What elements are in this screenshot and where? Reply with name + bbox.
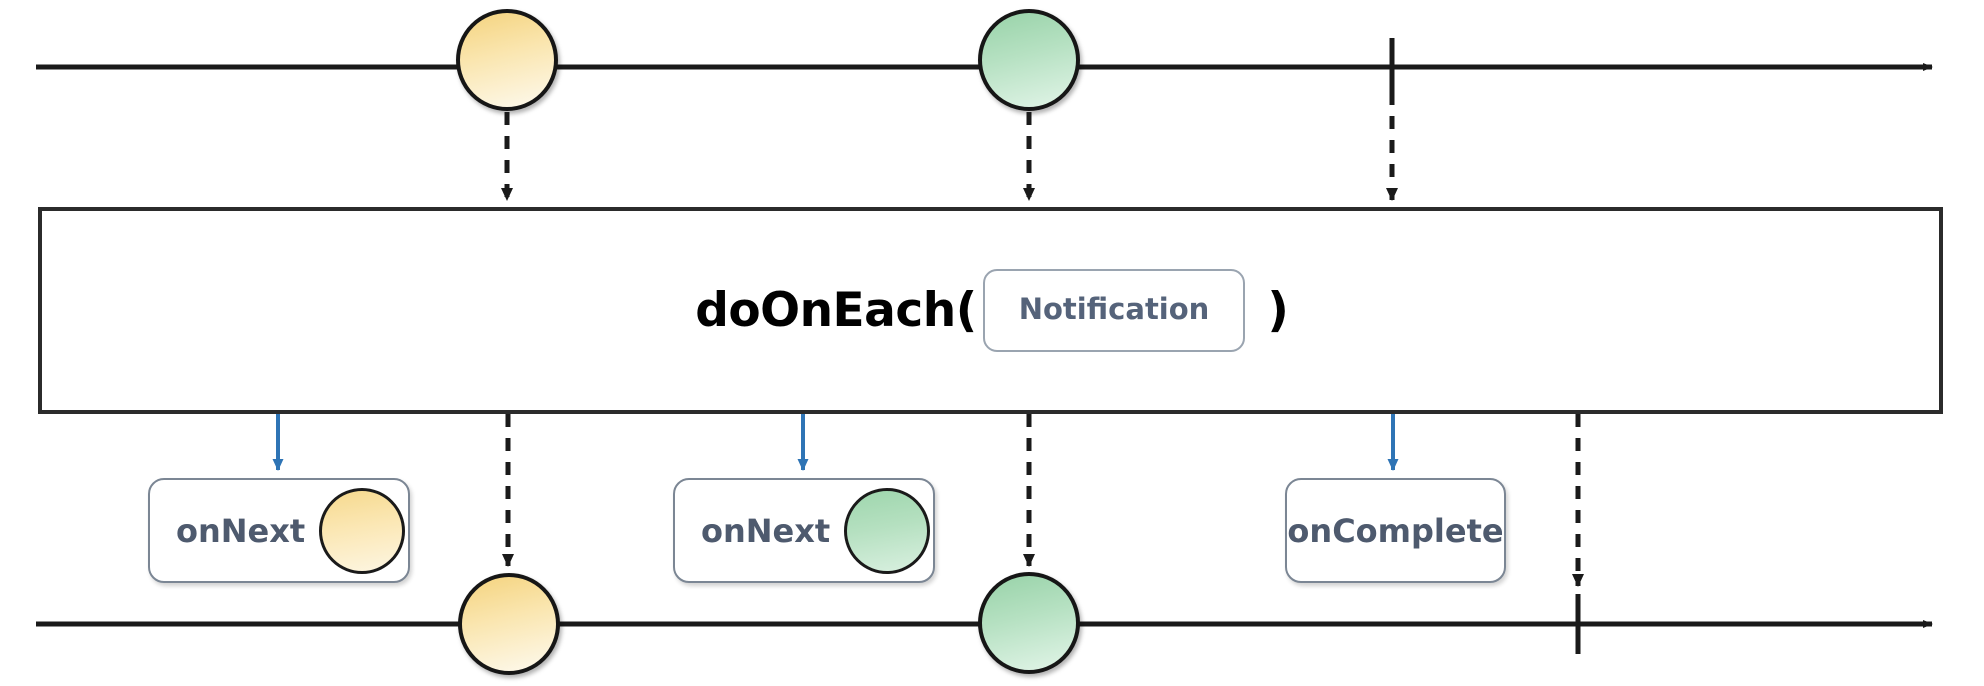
callback-marble-yellow [319,487,406,574]
callback-box-on-next-yellow[interactable]: onNext [148,478,410,583]
callback-label-on-next: onNext [176,511,306,550]
callback-marble-green [844,487,931,574]
result-marble-yellow [458,573,560,675]
callback-box-on-next-green[interactable]: onNext [673,478,935,583]
source-marble-green [978,9,1080,111]
callback-label-on-complete: onComplete [1287,511,1504,550]
callback-label-on-next: onNext [701,511,831,550]
result-marble-green [978,572,1080,674]
operator-box [38,207,1943,414]
source-marble-yellow [456,9,558,111]
callback-box-on-complete[interactable]: onComplete [1285,478,1506,583]
